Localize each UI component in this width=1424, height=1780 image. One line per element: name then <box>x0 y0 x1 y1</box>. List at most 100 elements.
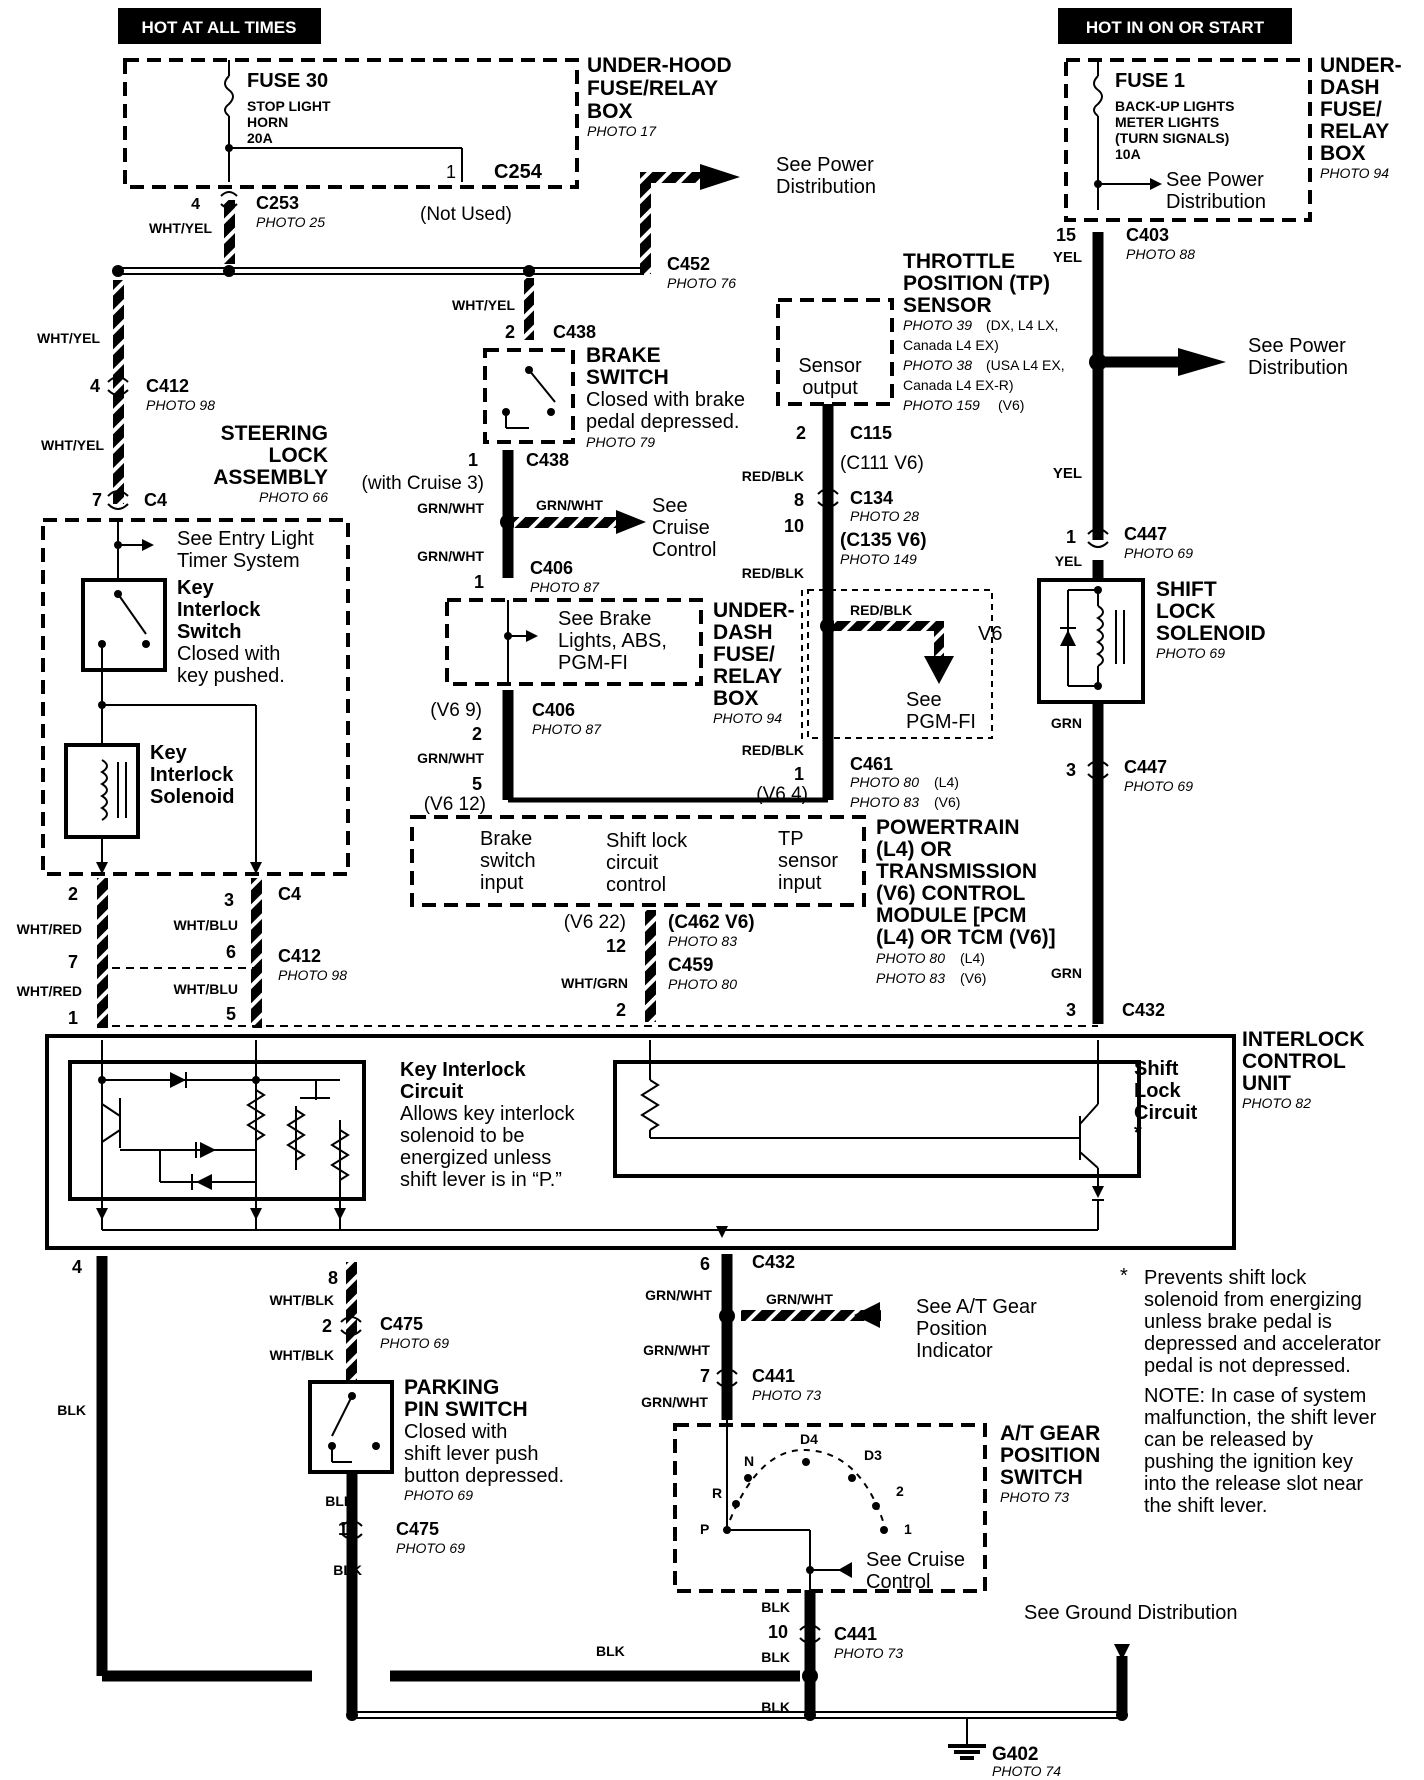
see-cruise-3: Control <box>652 539 716 561</box>
arrow-entry-light <box>142 539 154 551</box>
pps-photo: PHOTO 69 <box>404 1487 473 1503</box>
c475b-label: C475 <box>396 1519 439 1539</box>
c462-photo: PHOTO 83 <box>668 933 737 949</box>
tp-sensor-title-2: POSITION (TP) <box>903 272 1050 295</box>
wire-wht-grn <box>645 910 656 1022</box>
slc-title-1: Shift <box>1134 1058 1179 1080</box>
brake-lights-3: PGM-FI <box>558 652 628 674</box>
c412-photo-top: PHOTO 98 <box>146 397 215 413</box>
underdash-top-5: BOX <box>1320 142 1366 165</box>
ground-bus <box>346 1709 1128 1721</box>
steering-title-3: ASSEMBLY <box>213 466 328 489</box>
c4-pin-3: 3 <box>224 890 234 910</box>
power-dist-top-2: Distribution <box>776 176 876 198</box>
pcm-in1c: input <box>480 872 524 894</box>
fuse1-see-2: Distribution <box>1166 191 1266 213</box>
see-cruise-1: See <box>652 495 688 517</box>
tp-photo-4: Canada L4 EX-R) <box>903 377 1014 393</box>
tp-pin-2: 2 <box>796 423 806 443</box>
c406a-wire: GRN/WHT <box>417 548 484 564</box>
note-a1: Prevents shift lock <box>1144 1267 1307 1289</box>
tp-photo-3: PHOTO 38 <box>903 357 972 373</box>
c4-label-bottom: C4 <box>278 884 301 904</box>
underdash-mid-2: DASH <box>713 621 773 644</box>
pcm-in1b: switch <box>480 850 536 872</box>
shift-solenoid-title-3: SOLENOID <box>1156 622 1266 645</box>
kic-desc-3: energized unless <box>400 1147 551 1169</box>
pcm-in3a: TP <box>778 828 804 850</box>
tp-photo-1b: (DX, L4 LX, <box>986 317 1058 333</box>
icu-pin-1: 1 <box>68 1008 78 1028</box>
fuse1-desc2: METER LIGHTS <box>1115 114 1219 130</box>
blk-left-label: BLK <box>57 1402 86 1418</box>
c4-label-top: C4 <box>144 490 167 510</box>
steering-photo: PHOTO 66 <box>259 489 328 505</box>
see-atgear-3: Indicator <box>916 1340 993 1362</box>
underdash-mid-4: RELAY <box>713 665 782 688</box>
atgear-title-2: POSITION <box>1000 1444 1100 1467</box>
lower-wire-red: WHT/RED <box>17 921 82 937</box>
fuse-1 <box>1093 60 1162 210</box>
c441-pin7: 7 <box>700 1366 710 1386</box>
c115-label: C115 <box>850 423 892 443</box>
brake-lights-box <box>445 598 703 686</box>
shift-solenoid-title-2: LOCK <box>1156 600 1216 623</box>
icu-pin-5: 5 <box>226 1004 236 1024</box>
solenoid-coil <box>1060 586 1125 690</box>
key-solenoid-1: Key <box>150 742 188 764</box>
brake-title-1: BRAKE <box>586 344 661 367</box>
slc-title-3: Circuit <box>1134 1102 1198 1124</box>
c432b-wire: GRN/WHT <box>645 1287 712 1303</box>
power-dist-top-1: See Power <box>776 154 874 176</box>
tp-photo-5b: (V6) <box>998 397 1024 413</box>
power-dist-right-1: See Power <box>1248 335 1346 357</box>
c461-photo-2: PHOTO 83 <box>850 794 919 810</box>
v6-branch-box <box>807 589 993 739</box>
underdash-mid-5: BOX <box>713 687 759 710</box>
gear-d4: D4 <box>800 1431 818 1447</box>
c441b-photo: PHOTO 73 <box>834 1645 903 1661</box>
fuse1-desc3: (TURN SIGNALS) <box>1115 130 1229 146</box>
c462-v6: (V6 22) <box>564 912 626 933</box>
shift-lock-schematic <box>102 1040 1104 1238</box>
entry-light-1: See Entry Light <box>177 528 314 550</box>
atgear-title-1: A/T GEAR <box>1000 1422 1100 1445</box>
tp-sensor-box-1: Sensor <box>798 355 862 377</box>
c475a-connector <box>340 1316 362 1336</box>
shift-pin-3: 3 <box>1066 760 1076 780</box>
icu-title-3: UNIT <box>1242 1072 1291 1095</box>
c134-photo: PHOTO 28 <box>850 508 919 524</box>
key-switch-2: Interlock <box>177 599 261 621</box>
c412-label-top: C412 <box>146 376 189 396</box>
tp-wire-2: RED/BLK <box>742 565 804 581</box>
c432b-wire2: GRN/WHT <box>643 1342 710 1358</box>
c462-pin12: 12 <box>606 936 626 956</box>
tp-pin-1: 1 <box>794 764 804 784</box>
parking-switch-contacts <box>328 1392 380 1463</box>
tp-sensor-box <box>776 298 894 406</box>
pps-desc-1: Closed with <box>404 1421 507 1443</box>
key-switch-3: Switch <box>177 621 241 643</box>
tp-photo-5: PHOTO 159 <box>903 397 980 413</box>
note-b6: the shift lever. <box>1144 1495 1267 1517</box>
underdash-top-photo: PHOTO 94 <box>1320 165 1389 181</box>
pps-title-2: PIN SWITCH <box>404 1398 528 1421</box>
c475b-connector <box>341 1520 363 1540</box>
fuse30-rating: 20A <box>247 130 273 146</box>
pcm-title-5: MODULE [PCM <box>876 904 1027 927</box>
fuse30-desc1: STOP LIGHT <box>247 98 331 114</box>
c406b-photo: PHOTO 87 <box>532 721 602 737</box>
key-interlock-switch <box>81 578 167 672</box>
kic-desc-1: Allows key interlock <box>400 1103 576 1125</box>
pcm-in1a: Brake <box>480 828 532 850</box>
pps-desc-2: shift lever push <box>404 1443 539 1465</box>
wire-left-wht-yel <box>113 280 124 504</box>
red-blk-splice <box>820 618 836 634</box>
see-pgmfi-1: See <box>906 689 942 711</box>
c253-wire: WHT/YEL <box>149 220 212 236</box>
brake-lights-2: Lights, ABS, <box>558 630 667 652</box>
key-interlock-circuit <box>68 1060 366 1201</box>
wire-v6-pgmfi <box>834 621 944 631</box>
c432b-pin6: 6 <box>700 1254 710 1274</box>
wire-c253 <box>224 200 235 264</box>
